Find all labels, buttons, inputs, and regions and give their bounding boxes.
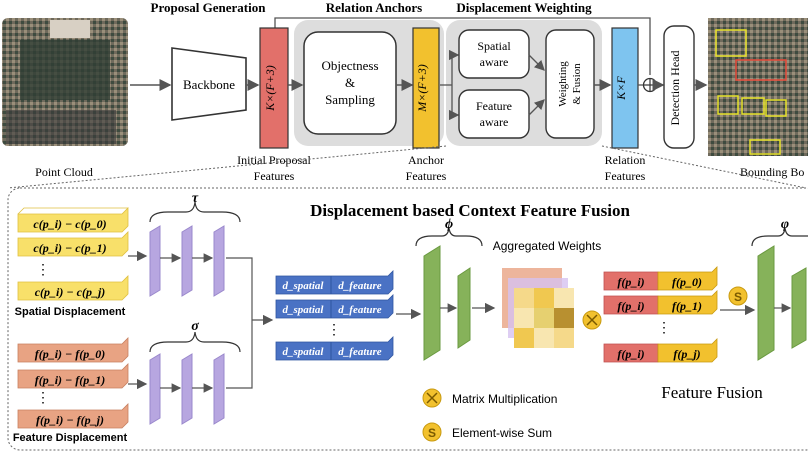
anchor-label: Anchor <box>408 153 444 167</box>
anchor-dim: M×(F+3) <box>415 64 429 113</box>
detection-head-block <box>663 25 695 149</box>
backbone-block <box>171 47 247 121</box>
objectness-label: Objectness <box>321 58 378 73</box>
spatial-label: Spatial <box>477 39 511 53</box>
fusion-dots: ⋮ <box>657 321 671 336</box>
feature-disp-0: f(p_i) − f(p_0) <box>35 347 106 361</box>
initial-proposal-label: Initial Proposal <box>237 153 311 167</box>
point-cloud-label: Point Cloud <box>35 165 93 179</box>
fusion-left-2: f(p_i) <box>617 347 644 361</box>
d-feature-2: d_feature <box>338 346 382 358</box>
legend-sum-glyph: S <box>428 426 436 440</box>
relation-label: Relation <box>605 153 646 167</box>
legend-sum-label: Element-wise Sum <box>452 426 552 440</box>
feature-displacement-group: f(p_i) − f(p_0) f(p_i) − f(p_1) ⋮ f(p_i)… <box>17 337 129 429</box>
fusion-label: & Fusion <box>571 63 583 105</box>
feature-disp-2: f(p_i) − f(p_j) <box>36 413 104 427</box>
detection-head-label: Detection Head <box>668 51 682 126</box>
feature-dots: ⋮ <box>36 391 50 406</box>
relation-dim: K×F <box>614 76 628 101</box>
anchor-features-label: Features <box>406 169 447 183</box>
d-vectors-group: d_spatial d_feature d_spatial d_feature … <box>275 270 394 361</box>
ampersand-label: & <box>345 75 355 90</box>
weighting-fusion-block <box>545 29 595 139</box>
legend: Matrix Multiplication S Element-wise Sum <box>422 388 557 442</box>
section-relation-anchors: Relation Anchors <box>326 0 422 15</box>
fusion-left-0: f(p_i) <box>617 275 644 289</box>
fusion-right-0: f(p_0) <box>672 275 702 289</box>
spatial-displacement-group: c(p_i) − c(p_0) c(p_i) − c(p_1) ⋮ c(p_i)… <box>17 207 129 301</box>
d-spatial-1: d_spatial <box>283 304 325 316</box>
tau-mlp-layers <box>149 225 225 297</box>
elementwise-sum-icon <box>728 286 748 306</box>
fusion-right-1: f(p_1) <box>672 299 702 313</box>
backbone-label: Backbone <box>183 77 235 92</box>
bounding-boxes-image <box>708 18 808 156</box>
d-spatial-2: d_spatial <box>283 346 325 358</box>
d-dots: ⋮ <box>327 323 341 338</box>
spatial-disp-0: c(p_i) − c(p_0) <box>33 217 106 231</box>
fusion-right-2: f(p_j) <box>673 347 700 361</box>
detail-panel <box>7 187 808 451</box>
bounding-boxes-label: Bounding Bo <box>740 165 804 179</box>
section-displacement-weighting: Displacement Weighting <box>456 0 592 15</box>
phi-symbol: ϕ <box>445 217 453 232</box>
feature-fusion-label: Feature Fusion <box>661 383 763 402</box>
initial-features-label: Features <box>254 169 295 183</box>
spatial-disp-2: c(p_i) − c(p_j) <box>35 285 106 299</box>
proposal-features-box <box>259 27 289 149</box>
fusion-left-1: f(p_i) <box>617 299 644 313</box>
section-proposal-generation: Proposal Generation <box>151 0 267 15</box>
feature-displacement-label: Feature Displacement <box>13 432 128 444</box>
spatial-dots: ⋮ <box>36 263 50 278</box>
d-spatial-0: d_spatial <box>283 280 325 292</box>
d-feature-0: d_feature <box>338 280 382 292</box>
feature-aware-label: aware <box>480 115 509 129</box>
sigma-mlp-layers <box>149 353 225 425</box>
legend-matrix-label: Matrix Multiplication <box>452 392 557 406</box>
objectness-sampling-block <box>303 31 397 135</box>
fusion-features-group: f(p_i) f(p_0) f(p_i) f(p_1) ⋮ f(p_i) f(p… <box>603 266 718 363</box>
skip-connection <box>274 17 651 75</box>
weighting-label: Weighting <box>557 61 569 107</box>
d-feature-1: d_feature <box>338 304 382 316</box>
spatial-displacement-label: Spatial Displacement <box>15 306 126 318</box>
sigma-symbol: σ <box>191 319 199 334</box>
detail-title: Displacement based Context Feature Fusio… <box>310 201 630 220</box>
aggregated-weights-label: Aggregated Weights <box>493 239 602 253</box>
sampling-label: Sampling <box>325 92 375 107</box>
spatial-aware-block <box>458 29 530 79</box>
sum-icon-glyph: S <box>734 290 742 304</box>
legend-sum-icon <box>422 422 442 442</box>
anchor-features-box <box>412 27 440 149</box>
relation-features-label: Features <box>605 169 646 183</box>
tau-symbol: τ <box>192 191 199 206</box>
spatial-aware-label: aware <box>480 55 509 69</box>
varphi-symbol: φ <box>781 217 789 232</box>
relation-features-box <box>611 27 639 149</box>
spatial-disp-1: c(p_i) − c(p_1) <box>33 241 106 255</box>
feature-aware-block <box>458 89 530 139</box>
aggregated-weights-heatmap <box>502 268 574 348</box>
varphi-layers <box>757 245 807 361</box>
point-cloud-image <box>2 18 128 146</box>
phi-layers <box>423 245 471 361</box>
feature-label: Feature <box>476 99 512 113</box>
feature-disp-1: f(p_i) − f(p_1) <box>35 373 106 387</box>
proposal-dim: K×(F+3) <box>263 65 277 112</box>
